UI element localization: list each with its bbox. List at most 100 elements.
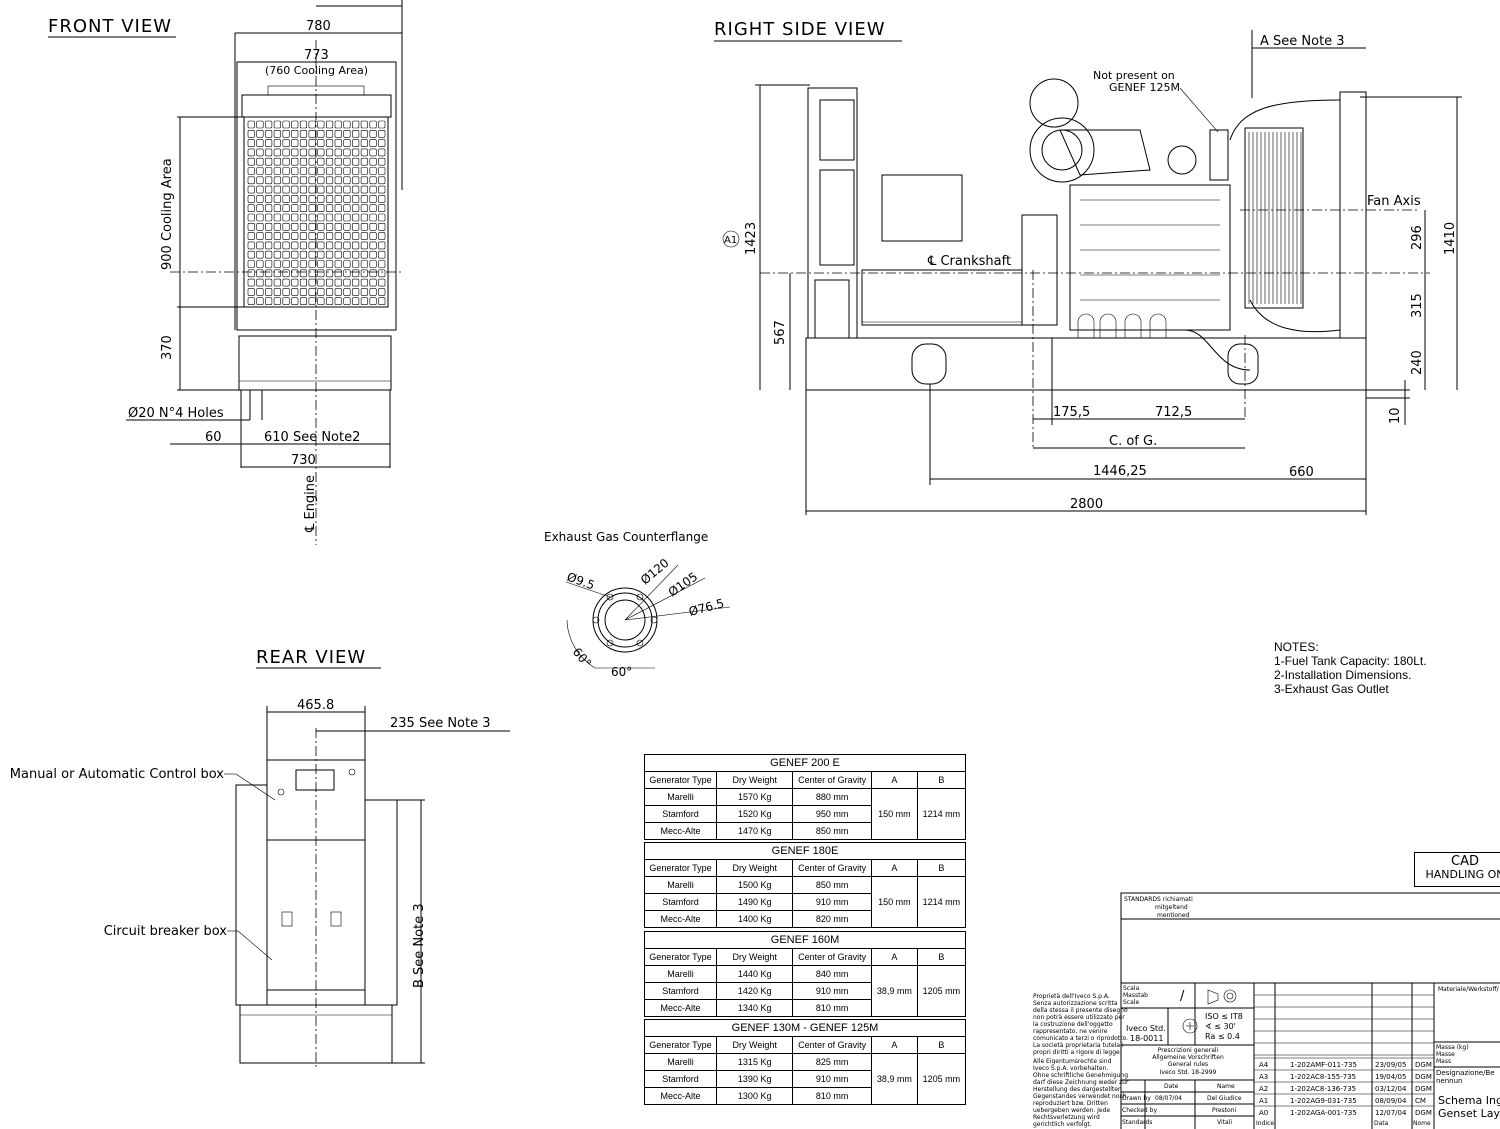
grille-cell xyxy=(308,157,316,166)
index-label: Indice xyxy=(1256,1120,1274,1127)
grille-cell xyxy=(299,204,308,212)
grille-cell xyxy=(343,250,351,259)
grille-cell xyxy=(325,260,334,268)
dim-660: 660 xyxy=(1289,465,1314,480)
iso-3: Ra ≤ 0.4 xyxy=(1205,1032,1240,1041)
grille-cell xyxy=(352,241,360,250)
grille-cell xyxy=(247,139,255,147)
scale-value: / xyxy=(1180,989,1185,1004)
revision-by: CM xyxy=(1415,1097,1426,1105)
notes: NOTES: 1-Fuel Tank Capacity: 180Lt. 2-In… xyxy=(1274,640,1427,696)
grille-cell xyxy=(273,250,281,259)
revision-code: 1-202AMF-011-735 xyxy=(1290,1061,1357,1069)
holes-label: Ø20 N°4 Holes xyxy=(128,406,224,421)
grille-cell xyxy=(308,241,316,250)
grille-cell xyxy=(256,232,264,240)
table-title: GENEF 130M - GENEF 125M xyxy=(644,1019,966,1037)
dim-b-cell: 1205 mm xyxy=(916,965,967,1017)
grille-cell xyxy=(334,176,342,185)
grille-cell xyxy=(308,176,316,185)
grille-cell xyxy=(369,176,377,185)
table-cell: 950 mm xyxy=(792,805,872,823)
grille-cell xyxy=(299,297,308,306)
mass-1: Massa (kg) xyxy=(1436,1044,1469,1051)
general-rules-3: General rules xyxy=(1168,1061,1208,1068)
iveco-std-2: 18-0011 xyxy=(1130,1034,1163,1043)
grille-cell xyxy=(317,204,325,212)
iveco-std-1: Iveco Std. xyxy=(1126,1024,1166,1033)
grille-cell xyxy=(369,185,377,194)
grille-cell xyxy=(360,167,368,175)
grille-cell xyxy=(317,213,325,222)
grille-cell xyxy=(352,223,360,231)
grille-cell xyxy=(273,130,281,138)
grille-cell xyxy=(308,278,316,287)
grille-cell xyxy=(343,120,351,129)
grille-cell xyxy=(369,250,377,259)
property-de-line: reproduziert bzw. Dritten xyxy=(1033,1100,1108,1107)
grille-cell xyxy=(247,185,255,194)
table-header: A xyxy=(870,948,918,966)
grille-cell xyxy=(247,278,255,287)
grille-cell xyxy=(265,297,273,306)
revision-idx: A4 xyxy=(1259,1061,1269,1069)
grille-cell xyxy=(299,288,308,296)
grille-cell xyxy=(308,213,316,222)
revision-date: 12/07/04 xyxy=(1375,1109,1407,1117)
grille-cell xyxy=(352,120,360,129)
table-header: Generator Type xyxy=(644,948,717,966)
flange-d105: Ø105 xyxy=(666,569,701,599)
grille-cell xyxy=(334,297,342,306)
drawn-by-label: Drawn by xyxy=(1122,1095,1151,1102)
grille-cell xyxy=(325,148,334,157)
grille-cell xyxy=(273,157,281,166)
right-side-view: RIGHT SIDE VIEW A See Note 3 Not present… xyxy=(714,19,1462,515)
dim-1446: 1446,25 xyxy=(1093,464,1147,479)
grille-cell xyxy=(334,260,342,268)
table-cell: 850 mm xyxy=(792,876,872,894)
note-2: 2-Installation Dimensions. xyxy=(1274,668,1412,682)
revision-idx: A0 xyxy=(1259,1109,1268,1117)
mass-3: Mass xyxy=(1436,1058,1451,1065)
grille-cell xyxy=(282,232,290,240)
grille-cell xyxy=(360,232,368,240)
grille-cell xyxy=(325,278,334,287)
grille-cell xyxy=(352,250,360,259)
grille-cell xyxy=(378,297,386,306)
grille-cell xyxy=(265,148,273,157)
grille-cell xyxy=(317,120,325,129)
grille-cell xyxy=(308,139,316,147)
grille-cell xyxy=(273,278,281,287)
grille-cell xyxy=(308,232,316,240)
grille-cell xyxy=(317,167,325,175)
table-cell: Mecc-Alte xyxy=(644,1087,717,1105)
standards-2: mitgeltend xyxy=(1155,904,1188,911)
table-cell: Mecc-Alte xyxy=(644,822,717,840)
table-cell: 1315 Kg xyxy=(715,1053,794,1071)
grille-cell xyxy=(273,148,281,157)
dim-10: 10 xyxy=(1388,407,1403,424)
property-de-line: Ohne schriftliche Genehmigung xyxy=(1033,1072,1128,1079)
grille-cell xyxy=(360,297,368,306)
property-it-line: non potrà essere utilizzato per xyxy=(1033,1014,1125,1021)
property-it-line: La società proprietaria tutela i xyxy=(1033,1042,1124,1049)
revision-idx: A3 xyxy=(1259,1073,1268,1081)
property-it-line: la costruzione dell'oggetto xyxy=(1033,1021,1113,1028)
table-header: Dry Weight xyxy=(715,771,794,789)
table-header: A xyxy=(870,1036,918,1054)
grille-cell xyxy=(291,250,299,259)
grille-cell xyxy=(299,120,308,129)
revision-by: DGM xyxy=(1415,1061,1432,1069)
table-header: B xyxy=(916,948,967,966)
grille-cell xyxy=(334,213,342,222)
grille-cell xyxy=(308,223,316,231)
property-it-line: Senza autorizzazione scritta xyxy=(1033,1000,1118,1007)
table-cell: 1520 Kg xyxy=(715,805,794,823)
grille-cell xyxy=(291,269,299,278)
grille-cell xyxy=(325,269,334,278)
grille-cell xyxy=(299,139,308,147)
grille-cell xyxy=(265,130,273,138)
